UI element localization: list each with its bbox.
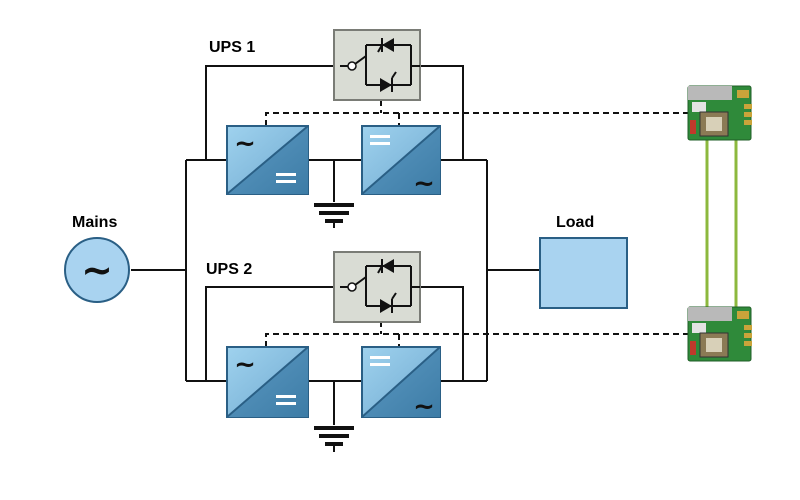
svg-text:~: ~: [234, 129, 256, 159]
control-links: [265, 100, 688, 347]
control-board-icon: [687, 306, 752, 362]
rectifier-icon: ~: [226, 125, 309, 195]
inverter-icon: ~: [361, 125, 441, 199]
ground-icon: [314, 203, 354, 228]
static-bypass-switch-icon: [333, 251, 421, 323]
svg-text:~: ~: [413, 392, 435, 422]
svg-text:~: ~: [413, 169, 435, 199]
mains-label: Mains: [72, 214, 118, 231]
ups2-label: UPS 2: [206, 261, 253, 278]
svg-text:~: ~: [234, 350, 256, 380]
static-bypass-switch-icon: [333, 29, 421, 101]
inverter-icon: ~: [361, 346, 441, 422]
rectifier-icon: ~: [226, 346, 309, 418]
ac-source-icon: ~: [81, 248, 113, 292]
load-box: [539, 237, 628, 309]
power-wiring: [131, 65, 540, 425]
control-board-icon: [687, 85, 752, 141]
load-label: Load: [556, 214, 595, 231]
ups1-label: UPS 1: [209, 39, 256, 56]
board-link-cables: [705, 138, 738, 308]
mains-source: ~: [64, 237, 130, 303]
ground-icon: [314, 426, 354, 452]
